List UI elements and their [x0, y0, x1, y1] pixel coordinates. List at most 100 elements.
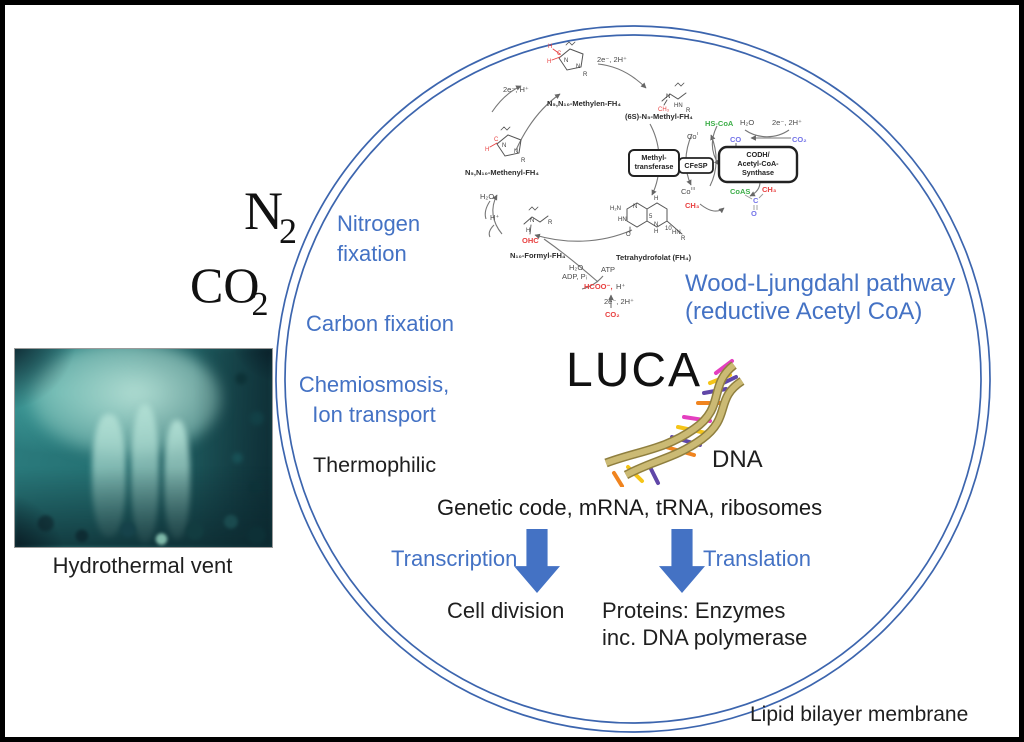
membrane-outer-ring: [275, 25, 991, 733]
wood-ljungdahl-title: Wood-Ljungdahl pathway (reductive Acetyl…: [685, 270, 955, 326]
svg-text:CO: CO: [730, 135, 741, 144]
svg-text:N: N: [633, 204, 637, 210]
molecule-structures: N N R C H H N CH₃ HN R N: [485, 41, 691, 242]
svg-text:H: H: [548, 44, 552, 50]
n2-base: N: [244, 181, 283, 241]
cycle-arrows: [484, 63, 791, 308]
vent-vignette: [15, 349, 272, 547]
svg-text:H₂O: H₂O: [569, 263, 583, 272]
svg-text:CO₂: CO₂: [792, 135, 807, 144]
proteins-label-line2: inc. DNA polymerase: [602, 625, 808, 650]
co2-subscript: 2: [251, 286, 269, 323]
methylene-structure: N N R C H H: [547, 41, 588, 78]
svg-text:CoAS: CoAS: [730, 187, 750, 196]
svg-text:Co: Co: [687, 132, 697, 141]
svg-text:H⁺: H⁺: [490, 213, 499, 222]
svg-text:R: R: [686, 108, 691, 114]
svg-text:10: 10: [665, 226, 672, 232]
svg-text:N: N: [514, 149, 518, 155]
svg-text:ATP: ATP: [601, 265, 615, 274]
wood-ljungdahl-title-line1: Wood-Ljungdahl pathway: [685, 270, 956, 297]
svg-text:H: H: [547, 59, 551, 65]
formyl-structure: N H R: [523, 206, 553, 235]
svg-text:I: I: [697, 131, 698, 137]
svg-text:R: R: [681, 236, 686, 242]
svg-text:H₂N: H₂N: [610, 206, 621, 212]
svg-text:(6S)-N₅-Methyl-FH₄: (6S)-N₅-Methyl-FH₄: [625, 112, 693, 121]
membrane-inner-ring: [284, 34, 982, 724]
svg-text:5: 5: [649, 214, 653, 220]
svg-text:N: N: [576, 64, 580, 70]
svg-text:H₂O: H₂O: [480, 192, 494, 201]
svg-text:H: H: [654, 196, 658, 202]
n2-subscript: 2: [279, 211, 297, 251]
proteins-label-line1: Proteins: Enzymes: [602, 598, 786, 623]
svg-text:CFeSP: CFeSP: [684, 161, 707, 170]
chemiosmosis-label: Chemiosmosis, Ion transport: [298, 372, 450, 427]
dna-helix-image: [604, 359, 745, 487]
svg-text:H₂O: H₂O: [740, 118, 754, 127]
svg-text:R: R: [583, 72, 588, 78]
svg-text:R: R: [548, 220, 553, 226]
n2-molecule-label: N2: [244, 184, 297, 252]
svg-text:CH₃: CH₃: [685, 201, 700, 210]
hydrothermal-vent-caption: Hydrothermal vent: [52, 553, 233, 578]
svg-text:CH₃: CH₃: [658, 107, 670, 113]
svg-text:H: H: [526, 228, 530, 234]
svg-text:H: H: [485, 147, 489, 153]
wood-ljungdahl-title-line2: (reductive Acetyl CoA): [685, 298, 923, 325]
svg-text:OHC: OHC: [522, 236, 539, 245]
svg-text:HCOO⁻,: HCOO⁻,: [584, 282, 613, 291]
svg-text:N: N: [654, 222, 658, 228]
svg-text:N₁₀-Formyl-FH₄: N₁₀-Formyl-FH₄: [510, 251, 566, 260]
codh-box: [717, 145, 799, 184]
acetyl-bonds: [744, 193, 764, 210]
transcription-label: Transcription: [391, 546, 518, 571]
svg-text:2e⁻, 2H⁺: 2e⁻, 2H⁺: [772, 118, 802, 127]
svg-text:CH₃: CH₃: [762, 185, 777, 194]
methenyl-structure: N N R C H: [485, 126, 526, 164]
tetrahydrofolate-structure: H₂N N HN H 5 N H 10 HN R O: [610, 196, 686, 242]
svg-text:HN: HN: [672, 230, 681, 236]
svg-text:N: N: [502, 143, 506, 149]
lipid-bilayer-label: Lipid bilayer membrane: [750, 703, 969, 726]
svg-text:H: H: [654, 229, 658, 235]
svg-text:O: O: [626, 232, 631, 238]
svg-text:Tetrahydrofolat (FH₄): Tetrahydrofolat (FH₄): [616, 253, 692, 262]
svg-text:H⁺: H⁺: [616, 282, 625, 291]
svg-text:N: N: [530, 218, 534, 224]
hydrothermal-vent-photo: [14, 348, 273, 548]
svg-text:Acetyl-CoA-: Acetyl-CoA-: [737, 159, 779, 168]
svg-text:ADP, Pᵢ: ADP, Pᵢ: [562, 272, 587, 281]
svg-text:Synthase: Synthase: [742, 168, 774, 177]
luca-title: LUCA: [566, 344, 703, 397]
carbon-fixation-label: Carbon fixation: [306, 311, 454, 336]
cell-division-label: Cell division: [447, 598, 565, 623]
enzyme-boxes: Methyl- transferase CFeSP CODH/ Acetyl-C…: [628, 145, 799, 184]
svg-text:2e⁻, H⁺: 2e⁻, H⁺: [503, 85, 529, 94]
genetic-code-label: Genetic code, mRNA, tRNA, ribosomes: [437, 495, 823, 520]
svg-text:Co: Co: [681, 187, 691, 196]
svg-text:CODH/: CODH/: [746, 150, 769, 159]
svg-text:transferase: transferase: [635, 162, 674, 171]
co2-base: CO: [190, 257, 260, 313]
dna-label: DNA: [712, 446, 763, 473]
svg-text:N₅,N₁₀-Methylen-FH₄: N₅,N₁₀-Methylen-FH₄: [547, 99, 621, 108]
thermophilic-label: Thermophilic: [313, 453, 437, 477]
pathway-labels: 2e⁻, 2H⁺ N₅,N₁₀-Methylen-FH₄ 2e⁻, H⁺ (6S…: [465, 55, 807, 319]
svg-text:Methyl-: Methyl-: [641, 153, 667, 162]
translation-label: Translation: [703, 546, 812, 571]
dna-strands: [604, 361, 745, 479]
wood-ljungdahl-diagram: N N R C H H N CH₃ HN R N: [465, 41, 807, 319]
svg-text:N: N: [564, 58, 568, 64]
methyl-structure: N CH₃ HN R: [658, 82, 691, 114]
svg-text:CO₂: CO₂: [605, 310, 620, 319]
svg-text:N₅,N₁₀-Methenyl-FH₄: N₅,N₁₀-Methenyl-FH₄: [465, 168, 539, 177]
svg-text:HN: HN: [674, 103, 683, 109]
svg-text:HS-CoA: HS-CoA: [705, 119, 734, 128]
svg-text:C: C: [557, 51, 562, 57]
svg-text:C: C: [753, 196, 759, 205]
svg-text:N: N: [666, 94, 670, 100]
svg-text:HN: HN: [618, 217, 627, 223]
